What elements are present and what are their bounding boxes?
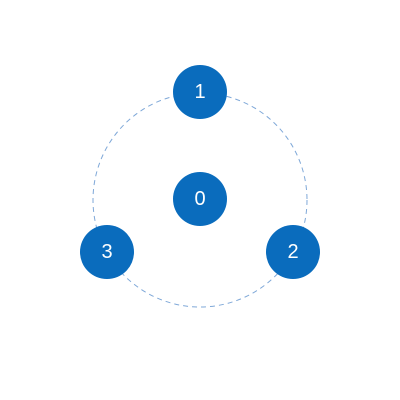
node-2[interactable]: 2 [266,225,320,279]
node-0[interactable]: 0 [173,172,227,226]
node-1[interactable]: 1 [173,65,227,119]
node-3-label: 3 [101,241,112,263]
node-0-label: 0 [194,188,205,210]
node-3[interactable]: 3 [80,225,134,279]
orbit-ring [92,92,308,308]
node-1-circle [173,65,227,119]
node-2-label: 2 [287,241,298,263]
node-2-circle [266,225,320,279]
node-0-circle [173,172,227,226]
node-1-label: 1 [194,81,205,103]
node-3-circle [80,225,134,279]
